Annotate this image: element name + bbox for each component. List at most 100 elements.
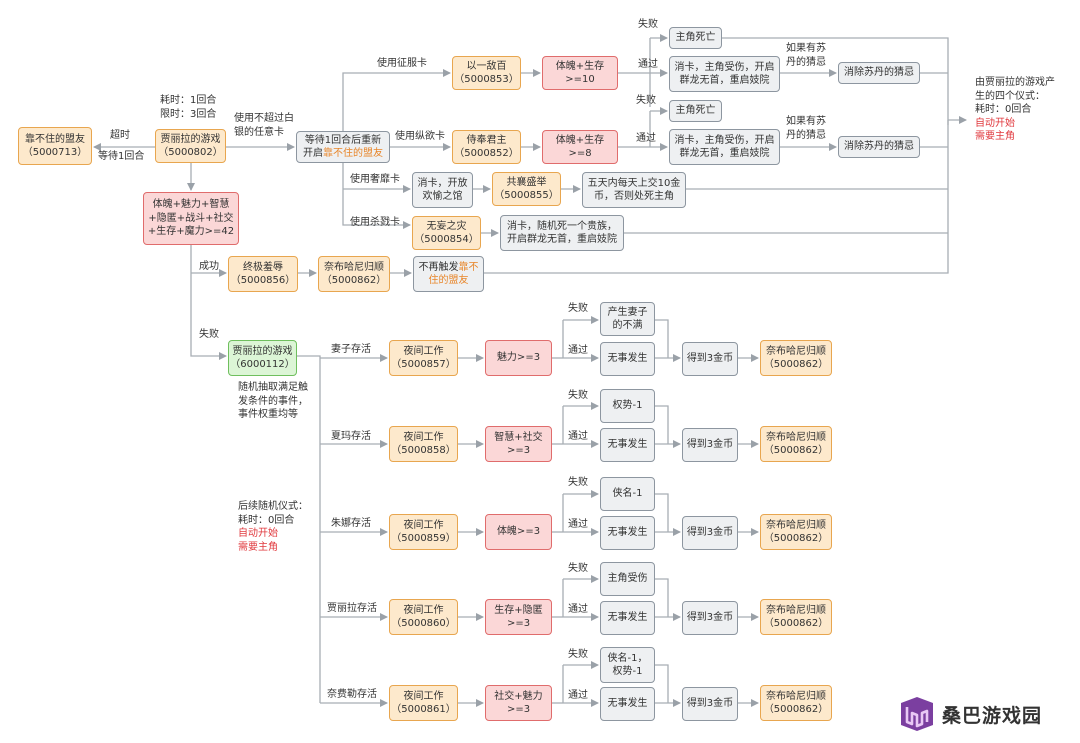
node-power-minus-1[interactable]: 权势-1 (600, 389, 655, 423)
node-unreliable-ally[interactable]: 靠不住的盟友 （5000713） (18, 127, 92, 165)
node-title: 奈布哈尼归顺 (324, 261, 384, 273)
node-nothing-happens-2[interactable]: 无事发生 (600, 428, 655, 462)
label-pass: 通过 (638, 59, 658, 70)
label-fail: 失败 (636, 95, 656, 106)
node-unexpected-disaster[interactable]: 无妄之灾 （5000854） (412, 216, 481, 250)
label-use-nonsilver: 使用不超过白 银的任意卡 (234, 113, 294, 138)
node-jiali-game[interactable]: 贾丽拉的游戏 （5000802） (155, 129, 226, 163)
node-get-3-gold-2[interactable]: 得到3金币 (682, 428, 738, 462)
later-ritual-note: 后续随机仪式： 耗时：0回合 自动开始 需要主角 (238, 501, 308, 553)
cond-charm-3[interactable]: 魅力>=3 (485, 340, 552, 376)
node-nabu-surrender-3[interactable]: 奈布哈尼归顺 （5000862） (760, 426, 832, 462)
node-title: 夜间工作 (403, 604, 444, 616)
node-id: （5000857） (391, 359, 456, 370)
cond-body-survival-8[interactable]: 体魄+生存>=8 (542, 130, 618, 164)
node-night-work-5000860[interactable]: 夜间工作 （5000860） (389, 599, 458, 635)
node-title: 夜间工作 (403, 431, 444, 443)
label-wife-alive: 妻子存活 (331, 344, 371, 355)
node-wife-unhappy[interactable]: 产生妻子 的不满 (600, 302, 655, 336)
node-id: （6000112） (230, 359, 295, 370)
cond-body-survival-10[interactable]: 体魄+生存>=10 (542, 56, 618, 90)
node-id: （5000862） (763, 704, 829, 715)
node-ultimate-humiliation[interactable]: 终极羞辱 （5000856） (228, 256, 298, 292)
node-title: 夜间工作 (403, 519, 444, 531)
node-fame-power-minus[interactable]: 侠名-1， 权势-1 (600, 647, 655, 683)
node-yidi-baiqian[interactable]: 以一敌百 （5000853） (452, 56, 521, 90)
label-pass: 通过 (636, 133, 656, 144)
node-consume-kill-noble[interactable]: 消卡，随机死一个贵族， 开启群龙无首，重启妓院 (500, 215, 624, 251)
node-title: 贾丽拉的游戏 (232, 345, 293, 357)
node-nabu-surrender-2[interactable]: 奈布哈尼归顺 （5000862） (760, 340, 832, 376)
node-open-pleasure-hall[interactable]: 消卡，开放 欢愉之馆 (412, 172, 473, 208)
node-nabu-surrender-4[interactable]: 奈布哈尼归顺 （5000862） (760, 514, 832, 550)
node-id: （5000859） (391, 533, 456, 544)
cond-wisdom-social-3[interactable]: 智慧+社交 >=3 (485, 426, 552, 462)
label-jiali-alive: 贾丽拉存活 (327, 603, 377, 614)
node-id: （5000856） (230, 275, 296, 286)
node-five-days-tax[interactable]: 五天内每天上交10金 币，否则处死主角 (582, 172, 686, 208)
node-nothing-happens-4[interactable]: 无事发生 (600, 601, 655, 635)
label-pass: 通过 (568, 604, 588, 615)
ally-highlight: 靠不住的盟友 (323, 148, 383, 159)
node-title: 夜间工作 (403, 345, 444, 357)
label-timeout: 超时 (110, 130, 130, 141)
cond-survival-stealth-3[interactable]: 生存+隐匿 >=3 (485, 599, 552, 635)
node-consume-injured-2[interactable]: 消卡，主角受伤，开启 群龙无首，重启妓院 (669, 129, 780, 165)
label-success: 成功 (199, 261, 219, 272)
label-fail: 失败 (638, 19, 658, 30)
node-title: 共襄盛举 (506, 176, 547, 188)
node-get-3-gold-1[interactable]: 得到3金币 (682, 342, 738, 376)
node-nabu-surrender-6[interactable]: 奈布哈尼归顺 （5000862） (760, 685, 832, 721)
node-nabu-surrender-1[interactable]: 奈布哈尼归顺 （5000862） (318, 256, 390, 292)
node-title: 奈布哈尼归顺 (766, 345, 826, 357)
label-if-sultan: 如果有苏 丹的猜忌 (786, 43, 826, 68)
label-if-sultan-2: 如果有苏 丹的猜忌 (786, 116, 826, 141)
node-id: （5000802） (158, 147, 223, 158)
cond-social-charm-3[interactable]: 社交+魅力 >=3 (485, 685, 552, 721)
node-title: 奈布哈尼归顺 (766, 690, 826, 702)
node-id: （5000862） (763, 445, 829, 456)
node-nabu-surrender-5[interactable]: 奈布哈尼归顺 （5000862） (760, 599, 832, 635)
node-id: （5000713） (22, 147, 88, 158)
node-nothing-happens-5[interactable]: 无事发生 (600, 687, 655, 721)
logo-mark-icon (901, 697, 933, 731)
node-jiali-game-2[interactable]: 贾丽拉的游戏 （6000112） (228, 340, 297, 376)
node-consume-injured[interactable]: 消卡，主角受伤，开启 群龙无首，重启妓院 (669, 56, 780, 92)
label-fail: 失败 (568, 477, 588, 488)
node-id: （5000862） (321, 275, 387, 286)
node-clear-suspicion-2[interactable]: 消除苏丹的猜忌 (838, 136, 920, 158)
label-pass: 通过 (568, 519, 588, 530)
node-id: （5000861） (391, 704, 456, 715)
label-zhuna-alive: 朱娜存活 (331, 518, 371, 529)
label-fail: 失败 (568, 649, 588, 660)
node-night-work-5000857[interactable]: 夜间工作 （5000857） (389, 340, 458, 376)
node-title: 靠不住的盟友 (25, 133, 85, 145)
node-title: 奈布哈尼归顺 (766, 431, 826, 443)
label-use-conquest: 使用征服卡 (377, 58, 427, 69)
node-protagonist-injured[interactable]: 主角受伤 (600, 562, 655, 596)
node-protagonist-death-2[interactable]: 主角死亡 (669, 100, 722, 122)
node-title: 贾丽拉的游戏 (160, 133, 221, 145)
node-grand-event[interactable]: 共襄盛举 （5000855） (492, 172, 561, 206)
node-nothing-happens-1[interactable]: 无事发生 (600, 342, 655, 376)
label-fail: 失败 (568, 303, 588, 314)
node-no-retrigger[interactable]: 不再触发靠不 住的盟友 (413, 256, 484, 292)
label-pass: 通过 (568, 431, 588, 442)
node-get-3-gold-3[interactable]: 得到3金币 (682, 516, 738, 550)
node-night-work-5000859[interactable]: 夜间工作 （5000859） (389, 514, 458, 550)
node-wait-reopen[interactable]: 等待1回合后重新 开启靠不住的盟友 (296, 131, 390, 163)
node-fame-minus-1[interactable]: 侠名-1 (600, 477, 655, 511)
label-use-indulgence: 使用纵欲卡 (395, 131, 445, 142)
cond-body-3[interactable]: 体魄>=3 (485, 514, 552, 550)
node-id: （5000852） (454, 148, 519, 159)
node-get-3-gold-5[interactable]: 得到3金币 (682, 687, 738, 721)
node-protagonist-death[interactable]: 主角死亡 (669, 27, 722, 49)
node-get-3-gold-4[interactable]: 得到3金币 (682, 601, 738, 635)
cond-all-attributes-42[interactable]: 体魄+魅力+智慧 +隐匿+战斗+社交 +生存+魔力>=42 (143, 192, 239, 245)
node-nothing-happens-3[interactable]: 无事发生 (600, 516, 655, 550)
label-wait-1-round: 等待1回合 (98, 151, 145, 162)
node-night-work-5000858[interactable]: 夜间工作 （5000858） (389, 426, 458, 462)
node-clear-suspicion[interactable]: 消除苏丹的猜忌 (838, 62, 920, 84)
node-serve-monarch[interactable]: 侍奉君主 （5000852） (452, 130, 521, 164)
node-night-work-5000861[interactable]: 夜间工作 （5000861） (389, 685, 458, 721)
